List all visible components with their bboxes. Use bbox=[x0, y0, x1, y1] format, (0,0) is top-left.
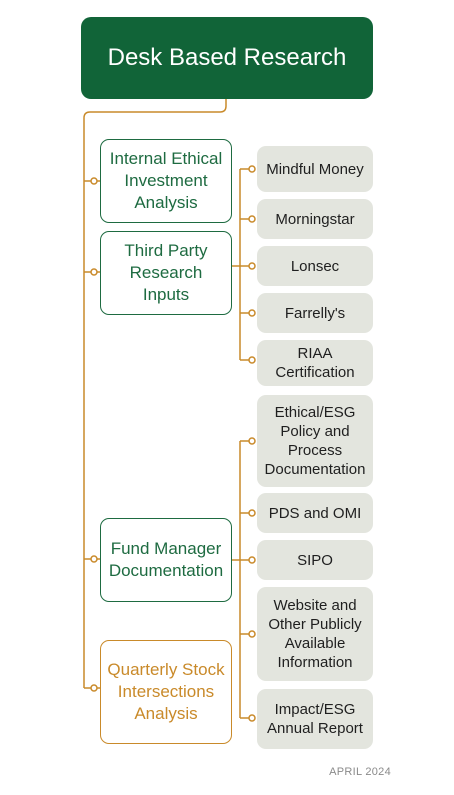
leaf-morningstar: Morningstar bbox=[257, 199, 373, 239]
node-third-party-research: Third Party Research Inputs bbox=[100, 231, 232, 315]
leaf-lonsec: Lonsec bbox=[257, 246, 373, 286]
leaf-sipo: SIPO bbox=[257, 540, 373, 580]
leaf-farrellys: Farrelly's bbox=[257, 293, 373, 333]
leaf-mindful-money: Mindful Money bbox=[257, 146, 373, 192]
leaf-riaa-certification: RIAA Certification bbox=[257, 340, 373, 386]
node-quarterly-stock-intersections: Quarterly Stock Intersections Analysis bbox=[100, 640, 232, 744]
node-fund-manager-documentation: Fund Manager Documentation bbox=[100, 518, 232, 602]
leaf-website-public-info: Website and Other Publicly Available Inf… bbox=[257, 587, 373, 681]
leaf-ethical-esg-policy: Ethical/ESG Policy and Process Documenta… bbox=[257, 395, 373, 487]
date-footer: APRIL 2024 bbox=[329, 766, 391, 778]
leaf-pds-and-omi: PDS and OMI bbox=[257, 493, 373, 533]
leaf-impact-esg-annual-report: Impact/ESG Annual Report bbox=[257, 689, 373, 749]
node-internal-ethical-analysis: Internal Ethical Investment Analysis bbox=[100, 139, 232, 223]
root-node-title: Desk Based Research bbox=[81, 17, 373, 99]
